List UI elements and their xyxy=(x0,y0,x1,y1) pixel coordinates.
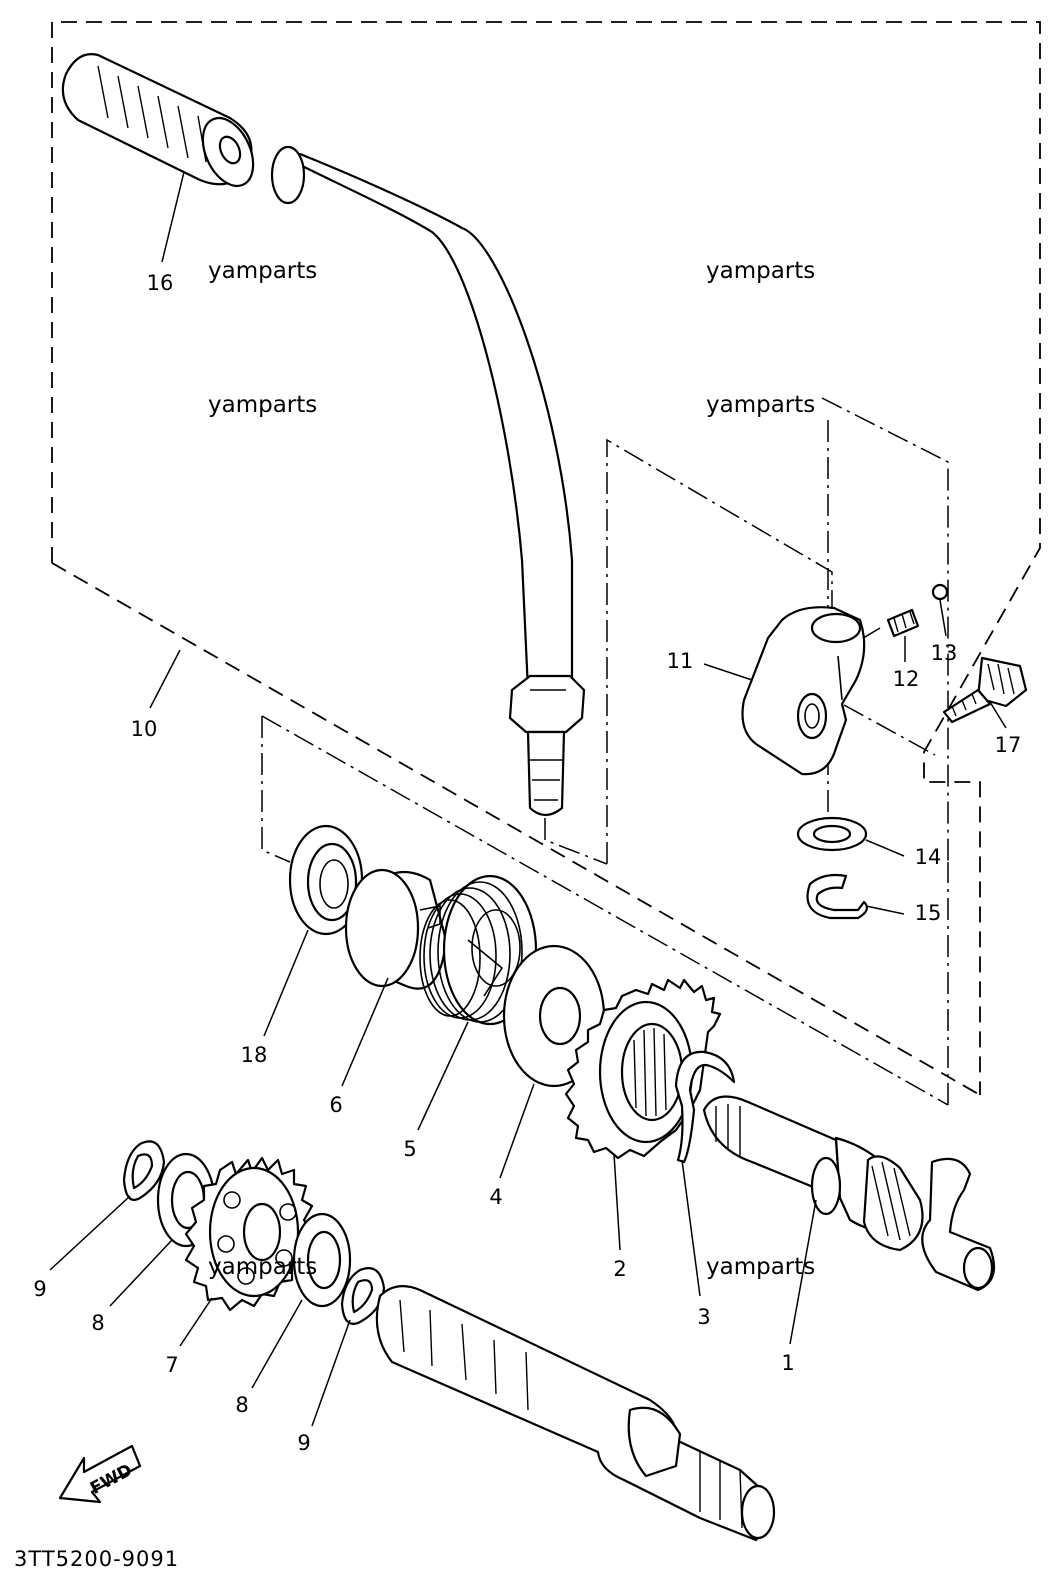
callout-14: 14 xyxy=(915,845,942,869)
kick-clip xyxy=(674,1050,736,1164)
circlip-9-right xyxy=(340,1267,386,1325)
watermark: yamparts xyxy=(706,258,815,284)
callout-labels: 1 2 3 4 5 6 7 8 9 10 11 12 13 14 15 16 1… xyxy=(33,271,1021,1455)
callout-10: 10 xyxy=(131,717,158,741)
watermark: yamparts xyxy=(208,258,317,284)
forward-direction-arrow: FWD xyxy=(58,1444,142,1504)
main-axle xyxy=(375,1285,776,1542)
oil-seal xyxy=(288,824,364,936)
kick-crank-lever xyxy=(61,53,586,817)
callout-1: 1 xyxy=(781,1351,794,1375)
washer xyxy=(796,816,868,852)
spring-cover xyxy=(344,868,448,990)
callout-5: 5 xyxy=(403,1137,416,1161)
assembly-centerlines xyxy=(261,397,949,1106)
callout-8-left: 8 xyxy=(91,1311,104,1335)
callout-13: 13 xyxy=(931,641,958,665)
circlip xyxy=(806,873,868,920)
callout-4: 4 xyxy=(489,1185,502,1209)
washer-8-right xyxy=(292,1212,352,1308)
watermark: yamparts xyxy=(208,1254,317,1280)
ball xyxy=(931,583,949,601)
callout-8-right: 8 xyxy=(235,1393,248,1417)
callout-15: 15 xyxy=(915,901,942,925)
leader-lines xyxy=(49,171,1007,1427)
set-screw xyxy=(886,608,920,638)
kick-crank-assembly-boundary xyxy=(51,21,1041,1096)
callout-9-right: 9 xyxy=(297,1431,310,1455)
callout-12: 12 xyxy=(893,667,920,691)
watermark: yamparts xyxy=(208,392,317,418)
callout-17: 17 xyxy=(995,733,1022,757)
callout-2: 2 xyxy=(613,1257,626,1281)
kick-boss xyxy=(741,606,866,776)
callout-3: 3 xyxy=(697,1305,710,1329)
callout-16: 16 xyxy=(147,271,174,295)
drawing-code: 3TT5200-9091 xyxy=(14,1547,179,1571)
callout-11: 11 xyxy=(667,649,694,673)
callout-9-left: 9 xyxy=(33,1277,46,1301)
kick-boss-bolt xyxy=(942,656,1028,724)
callout-18: 18 xyxy=(241,1043,268,1067)
watermark: yamparts xyxy=(706,1254,815,1280)
callout-7: 7 xyxy=(165,1353,178,1377)
watermarks: yamparts yamparts yamparts yamparts yamp… xyxy=(208,258,815,1280)
idle-gear xyxy=(184,1156,314,1312)
circlip-9-left xyxy=(122,1140,166,1201)
callout-6: 6 xyxy=(329,1093,342,1117)
kick-axle xyxy=(702,1095,996,1292)
watermark: yamparts xyxy=(706,392,815,418)
